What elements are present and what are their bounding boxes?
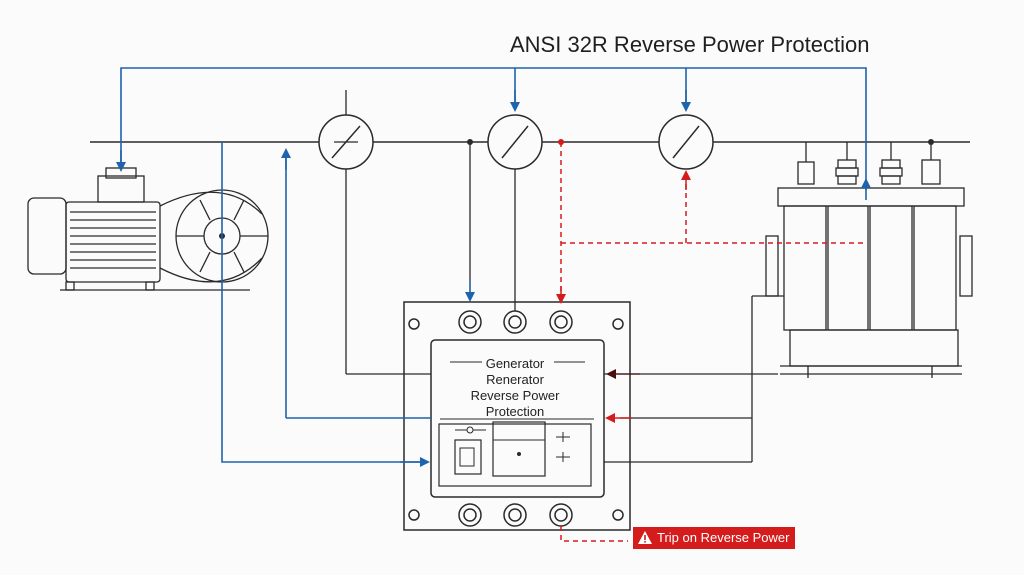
relay-label-line-4: Protection <box>485 404 545 419</box>
diagram-title: ANSI 32R Reverse Power Protection <box>510 32 870 57</box>
relay-label-line-3: Reverse Power <box>470 388 560 403</box>
trip-badge: Trip on Reverse Power <box>633 527 796 549</box>
relay-label-line-1: Generator <box>485 356 545 371</box>
breaker-symbol-icon <box>658 114 714 170</box>
pulley-icon <box>159 189 269 283</box>
relay-icon <box>403 301 631 531</box>
red-trip-lines <box>560 142 866 542</box>
trip-label: Trip on Reverse Power <box>657 530 790 545</box>
transformer-icon <box>765 142 973 378</box>
blue-signal-lines <box>120 67 867 463</box>
control-wiring <box>345 90 784 463</box>
breaker-symbol-icon <box>318 114 374 170</box>
breaker-symbol-icon <box>487 114 543 170</box>
relay-label-line-2: Renerator <box>486 372 544 387</box>
relay-label: Generator Renerator Reverse Power Protec… <box>440 356 590 420</box>
generator-motor-icon <box>27 167 250 291</box>
warning-icon <box>638 531 652 544</box>
